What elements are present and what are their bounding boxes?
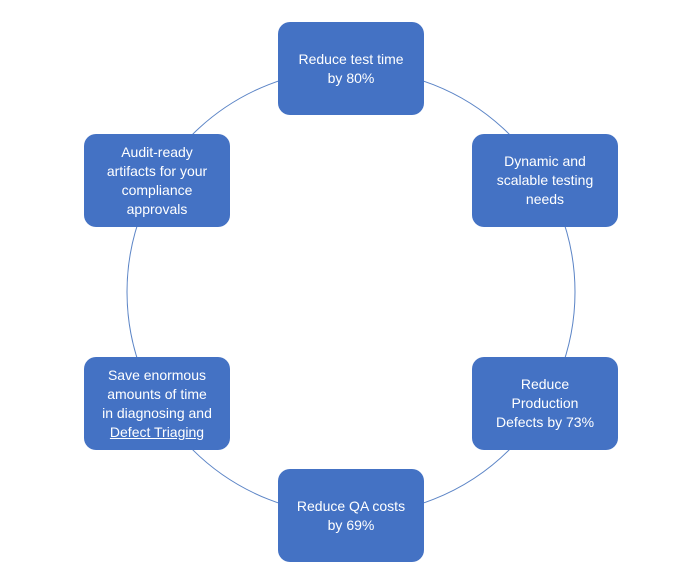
node-label: Dynamic and scalable testing needs [497,152,594,209]
node-label: Reduce QA costs by 69% [297,497,405,535]
node-line: compliance [121,181,193,198]
node-line: Dynamic and [504,153,586,169]
node-line: Reduce [520,376,570,392]
node-reduce-qa-costs: Reduce QA costs by 69% [278,469,424,562]
node-line: Save enormous [107,366,207,383]
node-dynamic-scalable-testing: Dynamic and scalable testing needs [472,134,618,227]
node-save-time-diagnosing: Save enormous amounts of time in diagnos… [84,357,230,450]
node-reduce-production-defects: Reduce Production Defects by 73% [472,357,618,450]
node-label: Reduce test time by 80% [298,50,403,88]
node-line: Reduce QA costs [296,497,406,514]
node-label: Audit-ready artifacts for your complianc… [107,143,207,219]
node-label: Save enormous amounts of time in diagnos… [102,366,212,442]
node-reduce-test-time: Reduce test time by 80% [278,22,424,115]
node-line: by 80% [327,69,375,86]
node-line: Defects by 73% [495,414,595,430]
node-line: scalable testing [496,172,594,188]
defect-triaging-link[interactable]: Defect Triaging [109,423,205,440]
node-line: by 69% [327,516,375,533]
node-line: Audit-ready [121,143,193,160]
node-line: Reduce test time [298,50,404,67]
node-line: amounts of time [107,385,207,402]
node-audit-ready-artifacts: Audit-ready artifacts for your complianc… [84,134,230,227]
node-line: artifacts for your [106,162,208,179]
node-line: needs [525,191,565,207]
node-line: Production [511,395,579,411]
node-label: Reduce Production Defects by 73% [496,375,594,432]
node-line: in diagnosing and [102,404,212,421]
node-line: approvals [126,200,188,217]
